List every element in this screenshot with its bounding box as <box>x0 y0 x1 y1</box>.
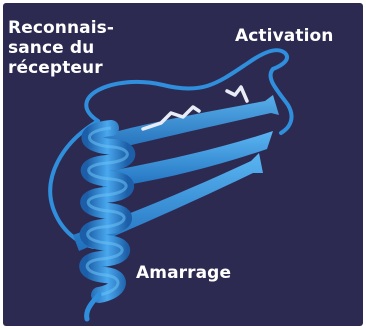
lower-tail <box>87 295 99 319</box>
receptor-label-line-1: Reconnais- <box>8 18 148 38</box>
docking-label: Amarrage <box>136 263 231 283</box>
receptor-label-line-3: récepteur <box>8 58 148 78</box>
receptor-recognition-label: Reconnais- sance du récepteur <box>8 18 148 78</box>
receptor-label-line-2: sance du <box>8 38 148 58</box>
activation-label: Activation <box>235 26 333 46</box>
protein-structure-panel: Reconnais- sance du récepteur Activation… <box>3 3 363 326</box>
alpha-helix <box>87 128 127 295</box>
disulfide-bridge-2 <box>227 87 247 101</box>
